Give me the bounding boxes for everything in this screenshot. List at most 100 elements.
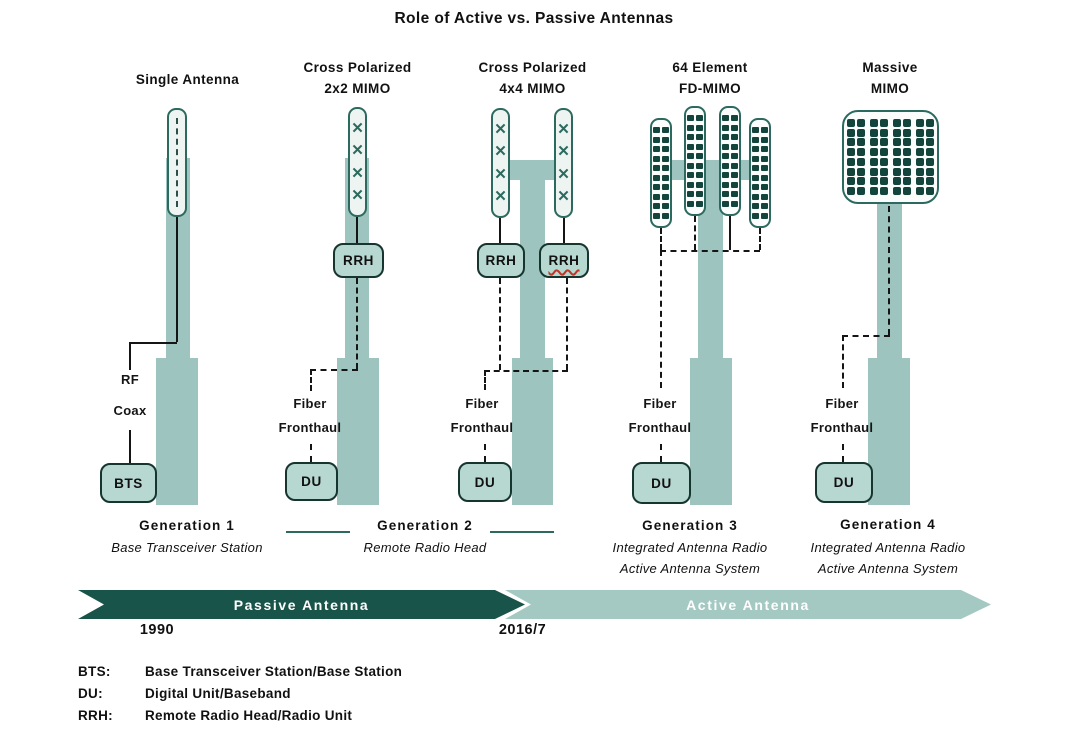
element-pair [870, 148, 888, 157]
generation-1-title: Generation 1 [139, 518, 235, 533]
element-row [752, 212, 768, 219]
antenna-element-square [653, 165, 660, 172]
fronthaul-label-2x2: Fronthaul [278, 420, 342, 435]
rf-coax-cable-vertical [176, 217, 178, 342]
generation-separator-line-1 [286, 531, 350, 533]
cross-polarized-x-icon: ✕ [494, 165, 507, 183]
antenna-element-square [752, 174, 759, 181]
fiber-dash-horizontal-massive [842, 335, 890, 337]
antenna-element-square [752, 165, 759, 172]
antenna-element-square [696, 162, 703, 169]
element-pair [893, 118, 911, 127]
antenna-element-square [903, 177, 911, 186]
antenna-element-square [903, 167, 911, 176]
antenna-element-square [687, 191, 694, 198]
antenna-element-square [696, 115, 703, 122]
antenna-element-square [847, 177, 855, 186]
antenna-to-rrh-link-right [563, 218, 565, 243]
element-pair [893, 138, 911, 147]
antenna-element-square [761, 193, 768, 200]
antenna-element-square [847, 157, 855, 166]
antenna-element-square [687, 134, 694, 141]
element-row [687, 200, 703, 207]
antenna-element-square [687, 172, 694, 179]
antenna-element-square [722, 124, 729, 131]
element-row [752, 174, 768, 181]
antenna-element-square [761, 127, 768, 134]
antenna-element-square [687, 143, 694, 150]
du-box-2x2: DU [285, 462, 338, 501]
element-pair [870, 128, 888, 137]
du-box-4x4: DU [458, 462, 512, 502]
antenna-element-square [870, 157, 878, 166]
element-pair [916, 118, 934, 127]
antenna-element-square [722, 153, 729, 160]
antenna-element-square [870, 138, 878, 147]
element-row [752, 127, 768, 134]
element-pair [870, 177, 888, 186]
cross-polarized-x-icon: ✕ [557, 143, 570, 161]
element-row [722, 200, 738, 207]
element-row [752, 155, 768, 162]
fiber-dash-horizontal-2x2 [310, 369, 358, 371]
antenna-element-square [687, 162, 694, 169]
fiber-dash-vertical-massive [888, 206, 890, 335]
element-pair [870, 167, 888, 176]
antenna-element-square [662, 146, 669, 153]
antenna-element-square [880, 148, 888, 157]
cross-polarized-x-icon: ✕ [351, 119, 364, 137]
rrh-box-4x4-left: RRH [477, 243, 525, 278]
antenna-element-square [687, 124, 694, 131]
antenna-element-square [880, 187, 888, 196]
element-row [752, 203, 768, 210]
antenna-element-square [857, 128, 865, 137]
antenna-element-square [903, 138, 911, 147]
passive-antenna-band-label: Passive Antenna [233, 596, 370, 613]
mast-wide-gen2a [337, 358, 379, 505]
antenna-element-square [722, 191, 729, 198]
antenna-element-square [857, 187, 865, 196]
antenna-element-square [662, 174, 669, 181]
antenna-element-square [880, 138, 888, 147]
antenna-element-square [731, 181, 738, 188]
mast-wide-gen4 [868, 358, 910, 505]
antenna-element-square [857, 138, 865, 147]
antenna-element-square [722, 200, 729, 207]
cross-polarized-x-icon: ✕ [494, 120, 507, 138]
generation-separator-line-2 [490, 531, 554, 533]
legend-term-du: DU: [78, 686, 103, 701]
element-row [687, 115, 703, 122]
generation-3-subtitle-1: Integrated Antenna Radio [612, 540, 768, 555]
element-row [653, 203, 669, 210]
antenna-dash-glyph [176, 117, 178, 208]
element-pair [916, 177, 934, 186]
column-title-massive-mimo: Massive MIMO [820, 58, 960, 100]
antenna-element-square [662, 136, 669, 143]
fiber-dash-vertical-4x4-left [499, 278, 501, 370]
element-pair [893, 187, 911, 196]
antenna-element-square [857, 177, 865, 186]
antenna-element-square [761, 203, 768, 210]
antenna-element-square [731, 115, 738, 122]
generation-4-subtitle-1: Integrated Antenna Radio [810, 540, 966, 555]
element-pair [893, 167, 911, 176]
element-pair [847, 157, 865, 166]
antenna-element-square [653, 212, 660, 219]
cross-polarized-x-icon: ✕ [494, 188, 507, 206]
antenna-element-square [722, 115, 729, 122]
element-row [722, 134, 738, 141]
antenna-element-square [916, 118, 924, 127]
antenna-element-square [847, 187, 855, 196]
antenna-element-square [916, 138, 924, 147]
fiber-dash-drop-massive [842, 335, 844, 388]
fd-element-stick-4 [749, 118, 771, 228]
generation-3-title: Generation 3 [642, 518, 738, 533]
element-row [653, 184, 669, 191]
antenna-element-square [687, 115, 694, 122]
antenna-element-square [847, 118, 855, 127]
cross-polarized-x-icon: ✕ [557, 120, 570, 138]
fd-element-stick-3 [719, 106, 741, 216]
antenna-element-square [731, 172, 738, 179]
antenna-element-square [926, 128, 934, 137]
cross-polarized-x-icon: ✕ [351, 164, 364, 182]
